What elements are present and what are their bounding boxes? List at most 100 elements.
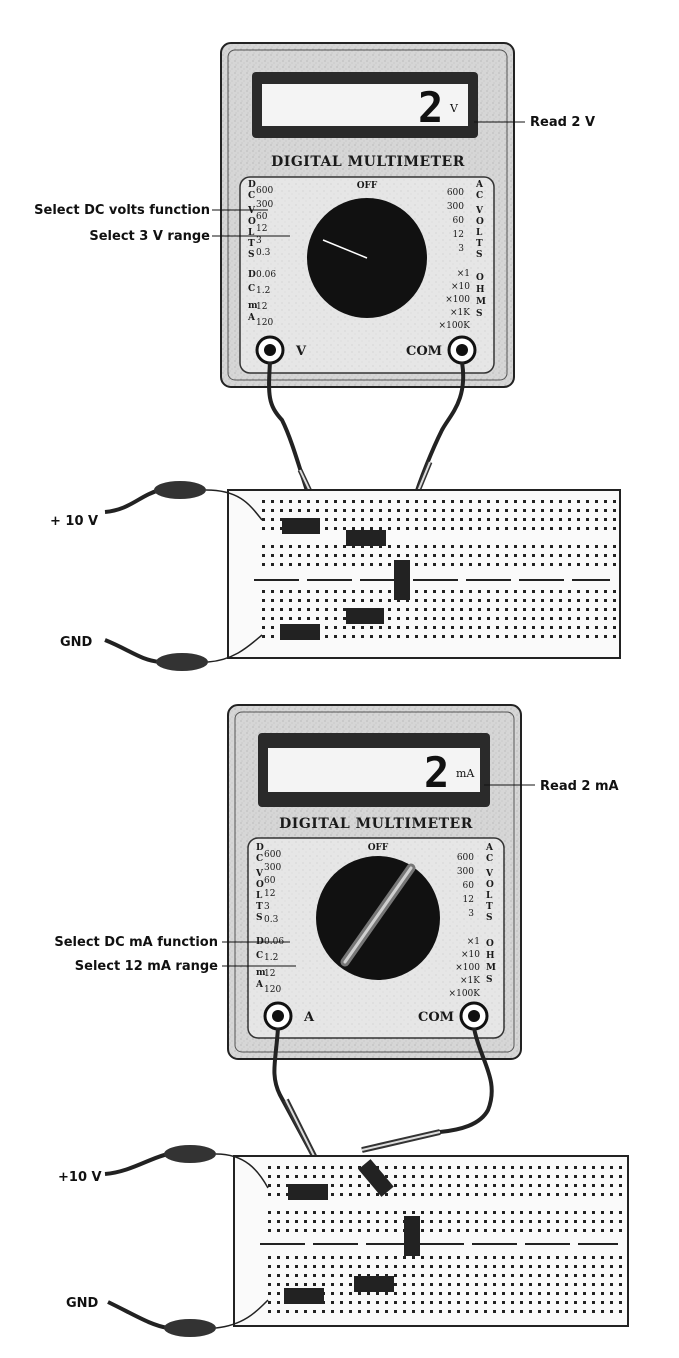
resistor [354, 1276, 394, 1292]
breadboard-hole [601, 1292, 604, 1295]
breadboard-hole [559, 509, 562, 512]
breadboard-hole [262, 554, 265, 557]
breadboard-hole [325, 554, 328, 557]
breadboard-hole [370, 518, 373, 521]
breadboard-hole [331, 1274, 334, 1277]
breadboard-hole [469, 590, 472, 593]
breadboard-hole [370, 527, 373, 530]
breadboard-hole [592, 1166, 595, 1169]
breadboard-hole [493, 1283, 496, 1286]
callout-gnd-1: GND [60, 635, 93, 650]
breadboard-hole [592, 1310, 595, 1313]
breadboard-hole [460, 608, 463, 611]
acv-tick: 300 [457, 867, 474, 877]
dcv-tick: 0.3 [264, 915, 279, 925]
breadboard-hole [262, 545, 265, 548]
breadboard-hole [439, 1175, 442, 1178]
breadboard-hole [262, 500, 265, 503]
breadboard-hole [619, 1283, 622, 1286]
breadboard-hole [352, 518, 355, 521]
breadboard-hole [433, 545, 436, 548]
breadboard-hole [484, 1310, 487, 1313]
breadboard-hole [577, 626, 580, 629]
ac-volts-ticks: 600 300 60 12 3 [457, 853, 474, 919]
breadboard-hole [415, 617, 418, 620]
breadboard-hole [304, 1274, 307, 1277]
breadboard-hole [505, 518, 508, 521]
breadboard-hole [601, 1175, 604, 1178]
dcv-tick: 300 [264, 863, 281, 873]
breadboard-hole [349, 1220, 352, 1223]
breadboard-hole [529, 1229, 532, 1232]
breadboard-hole [484, 1283, 487, 1286]
svg-text:V: V [255, 869, 264, 879]
breadboard-hole [577, 500, 580, 503]
breadboard-hole [496, 545, 499, 548]
breadboard-hole [433, 500, 436, 503]
breadboard-hole [271, 626, 274, 629]
breadboard-hole [406, 617, 409, 620]
breadboard-hole [394, 1310, 397, 1313]
callout-range-2: Select 12 mA range [75, 959, 218, 974]
breadboard-hole [448, 1274, 451, 1277]
breadboard-hole [280, 554, 283, 557]
breadboard-hole [523, 545, 526, 548]
breadboard-hole [619, 1265, 622, 1268]
breadboard-hole [466, 1310, 469, 1313]
breadboard-hole [565, 1175, 568, 1178]
breadboard-hole [556, 1229, 559, 1232]
breadboard-hole [379, 500, 382, 503]
breadboard-hole [505, 509, 508, 512]
breadboard-hole [547, 1265, 550, 1268]
breadboard-hole [502, 1274, 505, 1277]
breadboard-hole [433, 554, 436, 557]
breadboard-hole [550, 563, 553, 566]
breadboard-hole [493, 1310, 496, 1313]
breadboard-hole [601, 1274, 604, 1277]
breadboard-hole [505, 590, 508, 593]
breadboard-hole [574, 1184, 577, 1187]
breadboard-hole [532, 509, 535, 512]
breadboard-hole [286, 1211, 289, 1214]
breadboard-hole [523, 617, 526, 620]
breadboard-hole [493, 1265, 496, 1268]
dcma-tick: 0.06 [256, 270, 276, 280]
breadboard-hole [394, 1193, 397, 1196]
breadboard-hole [538, 1211, 541, 1214]
breadboard-hole [280, 500, 283, 503]
breadboard-hole [313, 1166, 316, 1169]
breadboard-hole [385, 1175, 388, 1178]
breadboard-hole [280, 518, 283, 521]
svg-text:M: M [476, 297, 486, 307]
breadboard-hole [415, 590, 418, 593]
breadboard-hole [397, 509, 400, 512]
breadboard-hole [379, 599, 382, 602]
breadboard-hole [565, 1310, 568, 1313]
breadboard-hole [367, 1256, 370, 1259]
breadboard-hole [286, 1256, 289, 1259]
breadboard-hole [583, 1166, 586, 1169]
breadboard-hole [442, 518, 445, 521]
breadboard-hole [313, 1175, 316, 1178]
breadboard-hole [565, 1211, 568, 1214]
breadboard-hole [403, 1211, 406, 1214]
breadboard-hole [352, 527, 355, 530]
svg-text:C: C [248, 284, 255, 294]
breadboard-hole [388, 509, 391, 512]
breadboard-hole [367, 1193, 370, 1196]
breadboard-hole [574, 1283, 577, 1286]
breadboard-hole [271, 527, 274, 530]
breadboard-hole [385, 1274, 388, 1277]
breadboard-hole [268, 1274, 271, 1277]
resistor [280, 624, 320, 640]
breadboard-hole [460, 527, 463, 530]
breadboard-hole [568, 527, 571, 530]
breadboard-hole [550, 626, 553, 629]
breadboard-hole [583, 1274, 586, 1277]
breadboard-hole [340, 1220, 343, 1223]
breadboard-hole [331, 1256, 334, 1259]
breadboard-hole [511, 1301, 514, 1304]
breadboard-hole [577, 518, 580, 521]
breadboard-hole [496, 509, 499, 512]
breadboard-hole [478, 635, 481, 638]
